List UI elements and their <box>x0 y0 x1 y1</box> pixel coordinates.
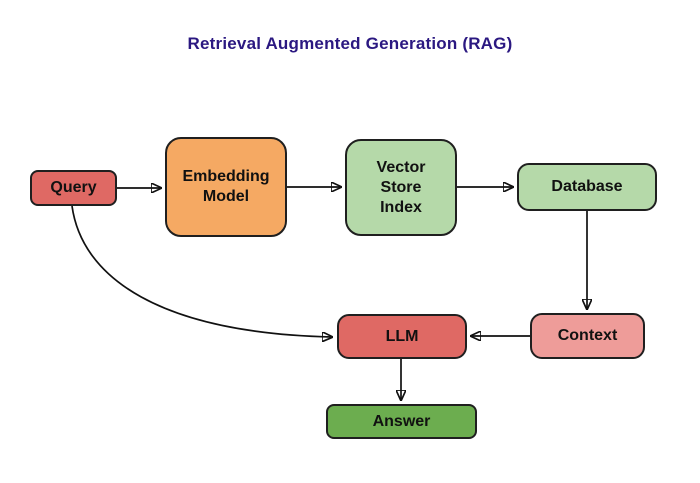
node-query-label: Query <box>50 178 96 198</box>
node-llm-label: LLM <box>386 327 419 347</box>
node-llm: LLM <box>337 314 467 359</box>
node-context: Context <box>530 313 645 359</box>
node-vector-store-index-label: Vector Store Index <box>377 158 426 218</box>
node-embedding-model-label: Embedding Model <box>182 167 269 207</box>
node-database: Database <box>517 163 657 211</box>
node-database-label: Database <box>551 177 622 197</box>
node-vector-store-index: Vector Store Index <box>345 139 457 236</box>
node-context-label: Context <box>558 326 618 346</box>
node-embedding-model: Embedding Model <box>165 137 287 237</box>
node-answer-label: Answer <box>373 412 431 432</box>
node-query: Query <box>30 170 117 206</box>
diagram-title: Retrieval Augmented Generation (RAG) <box>0 34 700 54</box>
node-answer: Answer <box>326 404 477 439</box>
